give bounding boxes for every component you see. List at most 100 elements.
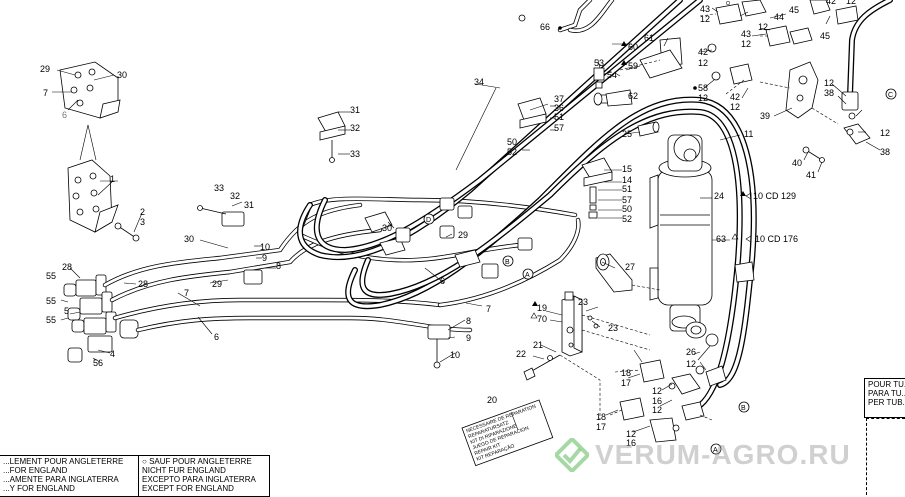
label-12-h: 12: [698, 58, 708, 68]
label-4: 4: [110, 349, 115, 359]
label-8-center: 8: [466, 316, 471, 326]
label-16-a: 16: [652, 396, 662, 406]
bolt-2-3: [114, 212, 143, 242]
label-42-a: 42: [698, 47, 708, 57]
label-19: 19: [537, 303, 547, 313]
label-53: 53: [594, 58, 604, 68]
label-59: 59: [628, 61, 638, 71]
circle-bullet-icon: ○: [142, 457, 150, 466]
label-9-center: 9: [466, 333, 471, 343]
label-61: 61: [644, 33, 654, 43]
valve-block: [561, 291, 651, 357]
label-32-left: 32: [230, 191, 240, 201]
clamp-31: [317, 111, 346, 163]
bracket-39: [759, 61, 839, 125]
label-52-top: 52: [507, 147, 517, 157]
pipe-66: [518, 0, 615, 33]
label-12-c: 12: [652, 405, 662, 415]
label-70: 70: [537, 314, 547, 324]
bracket-60: [619, 37, 683, 79]
verum-logo-icon: [555, 438, 589, 472]
label-66: 66: [540, 22, 550, 32]
label-40: 40: [792, 158, 802, 168]
label-41: 41: [806, 170, 816, 180]
note-england-only: ...LEMENT POUR ANGLETERRE ...FOR ENGLAND…: [0, 455, 143, 497]
bolt-21-22: [523, 354, 601, 420]
mounting-plate-top: [52, 61, 121, 119]
label-36: 36: [554, 103, 564, 113]
elbow-fittings-lower: [609, 359, 727, 443]
label-56: 56: [93, 358, 103, 368]
label-24: 24: [714, 191, 724, 201]
note-right-line-1: PARA TU...: [868, 389, 905, 398]
label-12-g: 12: [741, 39, 751, 49]
label-45-a: 45: [789, 5, 799, 15]
label-39: 39: [760, 111, 770, 121]
label-23-a: 23: [578, 297, 588, 307]
label-6-mid: 6: [214, 332, 219, 342]
note-right: POUR TU... PARA TU... PER TUB...: [864, 378, 905, 418]
label-21: 21: [533, 340, 543, 350]
note-left-line-1: ...FOR ENGLAND: [3, 466, 68, 475]
hydraulic-cylinder: [649, 134, 719, 347]
label-57-top: 57: [554, 123, 564, 133]
clamp-left: [197, 205, 451, 369]
label-16-b: 16: [626, 438, 636, 448]
fittings-top-right: [699, 0, 859, 95]
label-63: 63: [716, 234, 726, 244]
label-50-mid: 50: [622, 204, 632, 214]
watermark: VERUM-AGRO.RU: [555, 438, 851, 472]
leader-lines: [60, 7, 881, 433]
note-left-line-2: ...AMENTE PARA INGLATERRA: [3, 475, 119, 484]
label-54: 54: [607, 70, 617, 80]
label-12-d: 12: [626, 429, 636, 439]
label-45-b: 45: [820, 31, 830, 41]
label-12-f: 12: [758, 22, 768, 32]
mounting-plate-part-1: [67, 159, 119, 233]
repair-kit-card: NECESSAIRE DE REPARATION REPARATURSATZ K…: [461, 399, 554, 467]
label-18-a: 18: [621, 368, 631, 378]
label-29-top: 29: [40, 64, 50, 74]
note-right-line-0: POUR TU...: [868, 380, 905, 389]
label-28-left: 28: [62, 262, 72, 272]
marker-b2: B: [741, 405, 746, 412]
label-42-c: 42: [826, 0, 836, 6]
label-38-b: 38: [880, 147, 890, 157]
label-55-c: 55: [46, 315, 56, 325]
note-except-england: ○ SAUF POUR ANGLETERRE NICHT FUR ENGLAND…: [138, 455, 270, 497]
marker-a2: A: [713, 447, 718, 454]
marker-a: A: [525, 272, 530, 279]
label-42-b: 42: [730, 92, 740, 102]
note-right-line-2: PER TUB...: [868, 398, 905, 407]
note-mid-line-2: EXCEPTO PARA INGLATERRA: [142, 475, 256, 484]
label-29-mid: 29: [212, 279, 222, 289]
label-1: 1: [110, 174, 115, 184]
label-23-b: 23: [608, 323, 618, 333]
label-33-top: 33: [350, 149, 360, 159]
dashed-region-box: [866, 418, 905, 495]
label-3: 3: [140, 217, 145, 227]
label-11: 11: [744, 129, 753, 139]
label-12-cyl: 12: [686, 359, 696, 369]
label-34: 34: [474, 77, 484, 87]
label-2: 2: [140, 207, 145, 217]
label-60: 60: [628, 42, 638, 52]
label-57-mid: 57: [622, 195, 632, 205]
label-10-left: 10: [260, 242, 270, 252]
label-12-e: 12: [700, 14, 710, 24]
label-9-left: 9: [262, 253, 267, 263]
fitting-53-54: [593, 67, 613, 89]
label-31-top: 31: [350, 105, 360, 115]
label-20: 20: [487, 395, 497, 405]
label-7-top: 7: [43, 88, 48, 98]
label-12-b: 12: [652, 386, 662, 396]
label-51-top: 51: [554, 112, 564, 122]
label-12-k: 12: [824, 78, 834, 88]
label-8-left: 8: [276, 261, 281, 271]
note-left-line-0: ...LEMENT POUR ANGLETERRE: [3, 457, 124, 466]
fittings-mid: [395, 197, 533, 279]
label-58: 58: [698, 83, 708, 93]
label-44: 44: [774, 12, 784, 22]
bolt-40-41: [802, 146, 825, 163]
clamp-37: [517, 97, 549, 129]
